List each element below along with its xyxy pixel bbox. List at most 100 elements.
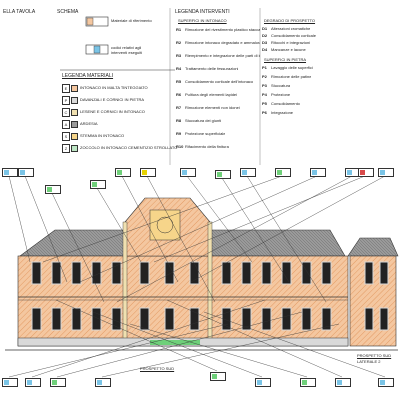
coat-of-arms [149, 209, 181, 241]
materiale-code: A [62, 120, 70, 129]
tag-intervento-pietra: SUPERFICI IN PIETRA [264, 57, 307, 62]
intervento-text: Lavaggio delle superfici [271, 66, 313, 70]
intervento-text: Stuccatura [271, 84, 291, 88]
intervento-code: R5 [176, 79, 182, 84]
materiale-swatch [71, 121, 78, 128]
leader-line [153, 175, 366, 263]
materiale-label: STEMMA IN INTONACO [80, 133, 125, 138]
header-legenda-interventi: LEGENDA INTERVENTI [175, 9, 230, 15]
leader-line [8, 323, 229, 378]
intervento-code: D1 [262, 26, 268, 31]
facade-window [221, 307, 232, 331]
intervento-code: P1 [262, 65, 267, 70]
callout-tag [255, 378, 271, 387]
intervento-code: R2 [176, 40, 182, 45]
intervento-code: R4 [176, 66, 182, 71]
tag-intervento-intonaco: SUPERFICI IN INTONACO [178, 18, 227, 23]
caption-side: PROSPETTO SUD [357, 353, 392, 358]
leader-line [51, 192, 105, 303]
facade-wall [17, 255, 349, 347]
callout-tag-swatch [212, 374, 217, 379]
callout-tag [240, 168, 256, 177]
callout-tag-swatch [360, 170, 365, 175]
facade-window [189, 261, 200, 285]
facade-window [31, 261, 42, 285]
facade-window [71, 307, 82, 331]
leader-line [116, 175, 353, 303]
materiale-swatch [71, 145, 78, 152]
facade-window [321, 261, 332, 285]
ref-codes-label-2: interventi eseguiti [111, 50, 143, 55]
callout-tag [300, 378, 316, 387]
intervento-text: Consolidamento [271, 102, 300, 106]
intervento-text: Trattamento delle fessurazioni [185, 67, 239, 71]
ref-material-label: Materiale di riferimento [111, 18, 152, 23]
intervento-code: D4 [262, 47, 268, 52]
callout-tag [45, 185, 61, 194]
callout-tag-swatch [302, 380, 307, 385]
intervento-code: P3 [262, 83, 267, 88]
intervento-code: P4 [262, 92, 267, 97]
facade-window [91, 261, 102, 285]
caption-side-2: LATERALE 2 [357, 359, 381, 364]
callout-tag [310, 168, 326, 177]
caption-main: PROSPETTO SUD [140, 366, 175, 371]
materiale-code: Z [62, 144, 70, 153]
callout-tag-swatch [380, 170, 385, 175]
facade-window [241, 307, 252, 331]
facade-window [71, 261, 82, 285]
callout-tag [378, 378, 394, 387]
intervento-code: D2 [262, 33, 268, 38]
leader-line [56, 311, 303, 378]
intervento-code: R8 [176, 118, 182, 123]
callout-tag [50, 378, 66, 387]
intervento-text: Rimozione del rivestimento plastico stac… [185, 28, 260, 32]
facade-window [91, 307, 102, 331]
header-tavola: ELLA TAVOLA [3, 9, 36, 15]
callout-tag [18, 168, 34, 177]
leader-line [42, 175, 283, 263]
facade-window [241, 261, 252, 285]
facade-window [221, 261, 232, 285]
facade-window [31, 307, 42, 331]
materiale-swatch [71, 109, 78, 116]
materiale-label: DAVANZALI E CORNICI IN PIETRA [80, 97, 145, 102]
side-window [379, 307, 389, 331]
leader-line [55, 299, 218, 372]
leader-line [186, 175, 253, 263]
callout-tag [275, 168, 291, 177]
side-window [364, 261, 374, 285]
leader-line [79, 175, 318, 283]
facade-window [164, 261, 175, 285]
materiale-label: INTONACO IN MALTA TINTEGGIATO [80, 85, 148, 90]
materiale-label: ZOCCOLO IN INTONACO CEMENTIZIO STROLLATO [80, 145, 178, 150]
materiale-label: ARDESIA [80, 121, 98, 126]
intervento-code: R7 [176, 105, 182, 110]
ref-codes-label: codici relativi agli [111, 45, 142, 50]
callout-tag [95, 378, 111, 387]
leader-line [96, 187, 142, 263]
facade-window [51, 261, 62, 285]
callout-tag-swatch [117, 170, 122, 175]
intervento-text: Rifacimento della finitura [185, 145, 229, 149]
intervento-text: Protezione superficiale [185, 132, 226, 136]
intervento-code: R6 [176, 92, 182, 97]
callout-tag [180, 168, 196, 177]
leader-line [246, 175, 327, 303]
legenda-materiali-title: LEGENDA MATERIALI [62, 73, 114, 79]
materiale-swatch [71, 85, 78, 92]
callout-tag-swatch [4, 170, 9, 175]
facade-window [51, 307, 62, 331]
callout-tag-swatch [217, 172, 222, 177]
callout-tag-swatch [4, 380, 9, 385]
callout-tag [335, 378, 351, 387]
facade-window [281, 261, 292, 285]
intervento-code: R9 [176, 131, 182, 136]
callout-tag [25, 378, 41, 387]
intervento-text: Protezione [271, 93, 291, 97]
leader-line [8, 175, 31, 263]
facade-window [301, 307, 312, 331]
callout-tag-swatch [47, 187, 52, 192]
callout-tag-swatch [52, 380, 57, 385]
